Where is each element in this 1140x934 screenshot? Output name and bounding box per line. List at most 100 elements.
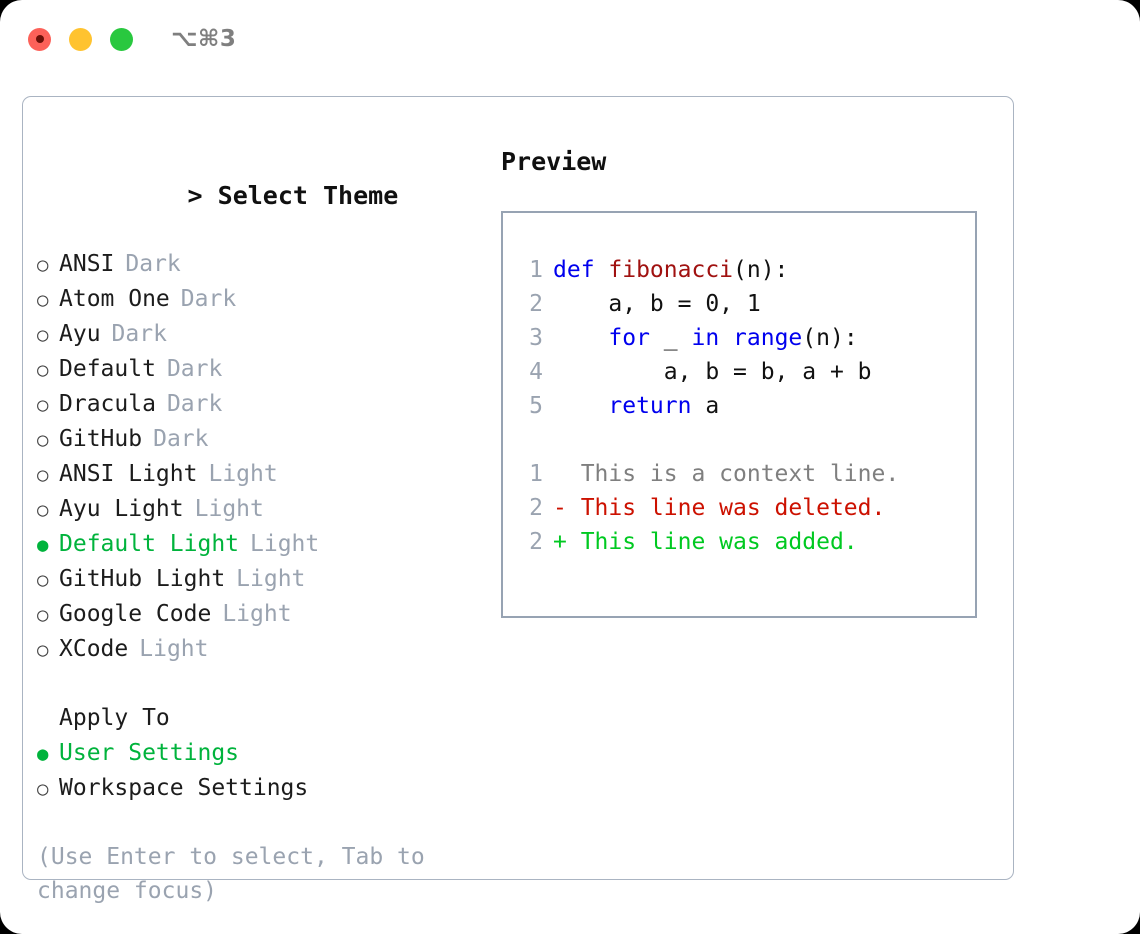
radio-unselected-icon: ○ bbox=[37, 289, 49, 311]
radio-unselected-icon: ○ bbox=[37, 429, 49, 451]
theme-item-variant-tag: Dark bbox=[166, 356, 223, 382]
radio-unselected-icon: ○ bbox=[37, 639, 49, 661]
code-line: 5 return a bbox=[503, 389, 975, 423]
code-token-plain: a, b = 0, 1 bbox=[553, 291, 761, 317]
apply-to-item[interactable]: ○ Workspace Settings bbox=[37, 771, 507, 806]
code-token-kw: return bbox=[608, 393, 692, 419]
close-button-active-dot bbox=[35, 35, 44, 43]
code-token-plain: _ bbox=[649, 325, 692, 351]
theme-list-item[interactable]: ● Default Light Light bbox=[37, 527, 507, 562]
radio-unselected-icon: ○ bbox=[37, 464, 49, 486]
code-token-del: - This line was deleted. bbox=[553, 495, 886, 521]
list-spacer bbox=[37, 667, 507, 701]
code-token-plain: (n): bbox=[802, 325, 858, 351]
line-number: 2 bbox=[529, 495, 543, 521]
theme-list-item[interactable]: ○ Ayu Dark bbox=[37, 317, 507, 352]
line-number: 1 bbox=[529, 257, 543, 283]
theme-item-variant-tag: Light bbox=[194, 496, 264, 522]
radio-unselected-icon: ○ bbox=[37, 324, 49, 346]
theme-list-header: > Select Theme bbox=[37, 145, 507, 247]
code-line: 4 a, b = b, a + b bbox=[503, 355, 975, 389]
maximize-button-icon[interactable] bbox=[110, 27, 133, 51]
theme-item-variant-tag: Light bbox=[250, 531, 320, 557]
theme-item-name: ANSI bbox=[59, 251, 115, 277]
preview-gap bbox=[503, 423, 975, 457]
theme-item-name: Google Code bbox=[59, 601, 212, 627]
theme-item-variant-tag: Dark bbox=[111, 321, 167, 347]
theme-list-header-label: Select Theme bbox=[217, 181, 399, 210]
radio-unselected-icon: ○ bbox=[37, 359, 49, 381]
close-button-icon[interactable] bbox=[28, 27, 51, 51]
diff-preview: 1 This is a context line. 2 - This line wa… bbox=[503, 457, 975, 559]
radio-unselected-icon: ○ bbox=[37, 394, 49, 416]
apply-to-item-label: User Settings bbox=[59, 740, 240, 766]
code-token-plain: a, b = b, a + b bbox=[553, 359, 872, 385]
theme-item-variant-tag: Dark bbox=[153, 426, 209, 452]
theme-item-name: ANSI Light bbox=[59, 461, 198, 487]
code-token-kw: def bbox=[553, 257, 609, 283]
theme-item-name: Atom One bbox=[59, 286, 170, 312]
line-number: 2 bbox=[529, 291, 543, 317]
code-line: 1 def fibonacci(n): bbox=[503, 253, 975, 287]
window-titlebar: ⌥⌘3 bbox=[0, 0, 1140, 78]
code-token-plain: a bbox=[691, 393, 720, 419]
diff-line: 1 This is a context line. bbox=[503, 457, 975, 491]
code-token-fn: fibonacci bbox=[608, 257, 734, 283]
code-token-plain bbox=[553, 389, 608, 423]
line-number: 3 bbox=[529, 325, 543, 351]
radio-selected-icon: ● bbox=[37, 534, 49, 556]
line-number: 4 bbox=[529, 359, 543, 385]
theme-item-name: XCode bbox=[59, 636, 129, 662]
apply-to-header: ○Apply To bbox=[37, 701, 507, 736]
theme-list-item[interactable]: ○ ANSI Dark bbox=[37, 247, 507, 282]
code-token-kw: range bbox=[733, 325, 803, 351]
apply-to-item-label: Workspace Settings bbox=[59, 775, 309, 801]
theme-item-variant-tag: Dark bbox=[125, 251, 181, 277]
code-token-kw: for bbox=[608, 325, 650, 351]
code-token-plain bbox=[719, 321, 733, 355]
radio-unselected-icon: ○ bbox=[37, 499, 49, 521]
preview-title: Preview bbox=[501, 147, 607, 176]
theme-list-item[interactable]: ○ ANSI Light Light bbox=[37, 457, 507, 492]
minimize-button-icon[interactable] bbox=[69, 27, 92, 51]
theme-item-name: GitHub bbox=[59, 426, 143, 452]
diff-line: 2+ This line was added. bbox=[503, 525, 975, 559]
theme-list-item[interactable]: ○ GitHub Dark bbox=[37, 422, 507, 457]
code-token-add: + This line was added. bbox=[553, 529, 858, 555]
theme-list-item[interactable]: ○ XCode Light bbox=[37, 632, 507, 667]
apply-to-header-label: Apply To bbox=[59, 705, 170, 731]
theme-item-variant-tag: Light bbox=[236, 566, 306, 592]
radio-selected-icon: ● bbox=[37, 743, 49, 765]
diff-line: 2 - This line was deleted. bbox=[503, 491, 975, 525]
theme-item-variant-tag: Light bbox=[208, 461, 278, 487]
code-token-plain bbox=[553, 321, 608, 355]
selection-caret-icon: > bbox=[187, 181, 203, 210]
apply-to-header-bullet-placeholder: ○ bbox=[37, 702, 59, 736]
radio-unselected-icon: ○ bbox=[37, 778, 49, 800]
apply-to-item[interactable]: ● User Settings bbox=[37, 736, 507, 771]
apply-to-list: ● User Settings ○ Workspace Settings bbox=[37, 736, 507, 806]
keyboard-shortcut-label: ⌥⌘3 bbox=[171, 26, 237, 52]
theme-item-variant-tag: Light bbox=[139, 636, 209, 662]
theme-item-name: Ayu bbox=[59, 321, 101, 347]
theme-item-variant-tag: Light bbox=[222, 601, 292, 627]
code-token-ctx: This is a context line. bbox=[553, 461, 900, 487]
code-token-kw: in bbox=[691, 325, 720, 351]
code-token-plain: (n): bbox=[733, 257, 789, 283]
radio-unselected-icon: ○ bbox=[37, 254, 49, 276]
theme-item-name: Dracula bbox=[59, 391, 156, 417]
theme-item-name: Default Light bbox=[59, 531, 240, 557]
